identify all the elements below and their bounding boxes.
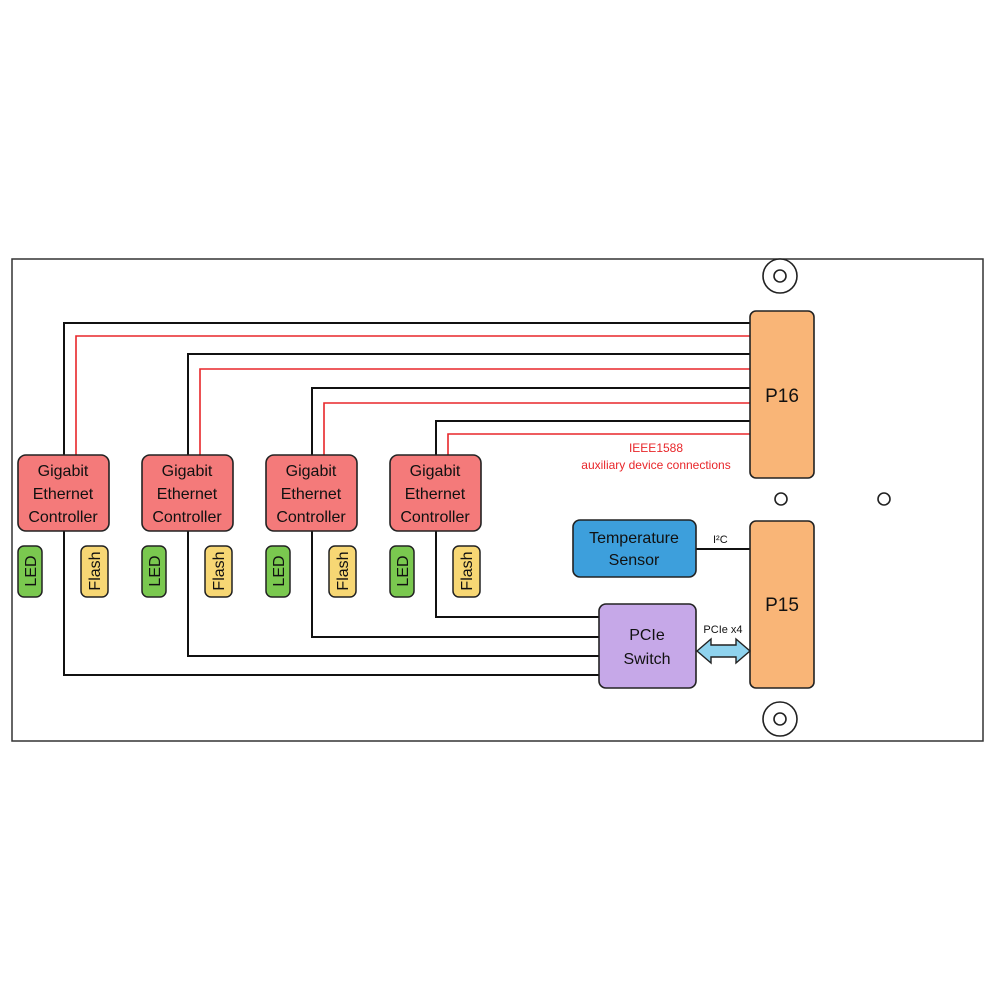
led-2-label: LED — [147, 555, 164, 586]
aux-wire-ctrl4 — [447, 433, 750, 455]
flash-4: Flash — [452, 545, 481, 598]
flash-2: Flash — [204, 545, 233, 598]
ethernet-controller-3: Gigabit Ethernet Controller — [265, 454, 358, 532]
wire-ctrl2-p16 — [187, 353, 750, 455]
temperature-sensor: Temperature Sensor — [572, 519, 697, 578]
led-4: LED — [389, 545, 415, 598]
controller-2-line1: Gigabit — [162, 463, 213, 480]
led-1: LED — [17, 545, 43, 598]
connector-p15: P15 — [749, 520, 815, 689]
mounting-hole-mid-left — [774, 492, 788, 506]
led-2: LED — [141, 545, 167, 598]
aux-wire-ctrl1 — [75, 335, 750, 455]
aux-wire-ctrl3 — [323, 402, 750, 455]
pcie-switch-line1: PCIe — [629, 627, 665, 644]
wire-ctrl3-p16 — [311, 387, 750, 455]
controller-3-line2: Ethernet — [281, 486, 342, 503]
flash-2-label: Flash — [211, 551, 228, 590]
led-1-label: LED — [23, 555, 40, 586]
connector-p15-label: P15 — [765, 595, 799, 616]
wire-ctrl4-p16 — [435, 420, 750, 455]
led-3-label: LED — [271, 555, 288, 586]
controller-1-line1: Gigabit — [38, 463, 89, 480]
i2c-label: I²C — [713, 534, 728, 546]
controller-4-line2: Ethernet — [405, 486, 466, 503]
led-3: LED — [265, 545, 291, 598]
controller-1-line2: Ethernet — [33, 486, 94, 503]
wire-ctrl1-switch — [63, 531, 600, 676]
connector-p16-label: P16 — [765, 386, 799, 407]
pcie-x4-arrow — [695, 637, 752, 665]
pcie-x4-label: PCIe x4 — [703, 624, 742, 636]
mounting-hole-top — [762, 258, 798, 294]
flash-4-label: Flash — [459, 551, 476, 590]
ieee1588-label: IEEE1588 — [629, 441, 683, 455]
led-4-label: LED — [395, 555, 412, 586]
controller-3-line3: Controller — [276, 509, 346, 526]
controller-1-line3: Controller — [28, 509, 98, 526]
flash-1-label: Flash — [87, 551, 104, 590]
controller-4-line3: Controller — [400, 509, 470, 526]
wire-ctrl4-switch — [435, 531, 600, 618]
wire-ctrl1-p16 — [63, 322, 750, 455]
flash-3: Flash — [328, 545, 357, 598]
controller-4-line1: Gigabit — [410, 463, 461, 480]
auxiliary-connections-label: auxiliary device connections — [581, 458, 730, 472]
pcie-switch-line2: Switch — [623, 651, 670, 668]
mounting-hole-bottom — [762, 701, 798, 737]
temperature-sensor-line2: Sensor — [609, 552, 660, 569]
controller-2-line3: Controller — [152, 509, 222, 526]
controller-3-line1: Gigabit — [286, 463, 337, 480]
ethernet-controller-4: Gigabit Ethernet Controller — [389, 454, 482, 532]
wire-ctrl3-switch — [311, 531, 600, 638]
temperature-sensor-line1: Temperature — [589, 530, 679, 547]
connector-p16: P16 — [749, 310, 815, 479]
pcie-switch: PCIe Switch — [598, 603, 697, 689]
wire-ctrl2-switch — [187, 531, 600, 657]
ethernet-controller-2: Gigabit Ethernet Controller — [141, 454, 234, 532]
controller-2-line2: Ethernet — [157, 486, 218, 503]
ethernet-controller-1: Gigabit Ethernet Controller — [17, 454, 110, 532]
flash-1: Flash — [80, 545, 109, 598]
mounting-hole-mid-right — [877, 492, 891, 506]
aux-wire-ctrl2 — [199, 368, 750, 455]
flash-3-label: Flash — [335, 551, 352, 590]
